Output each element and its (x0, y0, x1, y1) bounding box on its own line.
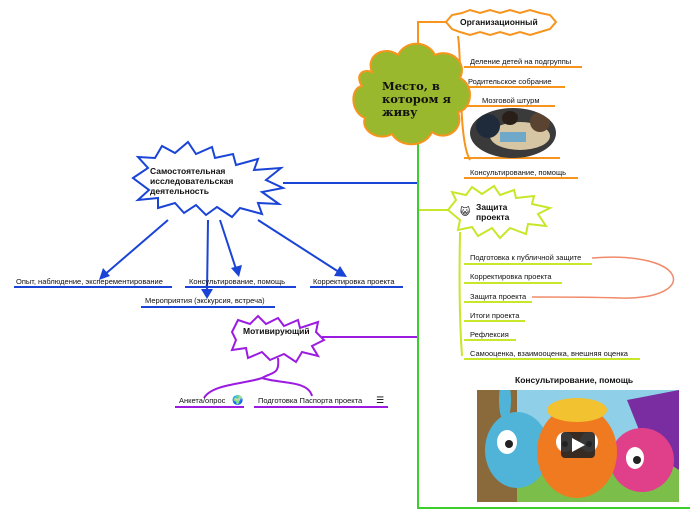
defense-item-2[interactable]: Корректировка проекта (470, 272, 552, 281)
central-cloud-shape (352, 42, 471, 146)
research-arrow-1 (102, 219, 169, 277)
defense-item-4[interactable]: Итоги проекта (470, 311, 520, 320)
research-header[interactable]: Самостоятельная исследовательская деятел… (150, 166, 234, 196)
relationship-curve (531, 256, 675, 299)
video-thumbnail-image (477, 390, 679, 502)
defense-item-6[interactable]: Самооценка, взаимооценка, внешняя оценка (470, 349, 628, 358)
consult-connector (417, 140, 690, 509)
research-item-3[interactable]: Мероприятия (экскурсия, встреча) (145, 296, 265, 305)
org-header-shape (444, 8, 558, 37)
research-arrowhead-3 (231, 265, 242, 277)
motivating-header-shape (230, 314, 326, 364)
research-item-2[interactable]: Консультирование, помощь (189, 277, 286, 286)
defense-header-shape (446, 184, 553, 240)
brainstorm-photo (470, 108, 556, 158)
defense-header-label: Защита проекта (476, 202, 510, 222)
org-item-1[interactable]: Деление детей на подгруппы (470, 57, 572, 66)
research-header-shape (131, 140, 287, 219)
notes-icon: ☰ (376, 395, 385, 405)
defense-connector (417, 140, 448, 211)
research-arrow-4 (257, 219, 343, 275)
central-topic[interactable]: Место, в котором я живу (382, 79, 451, 120)
org-header[interactable]: Организационный (460, 17, 538, 27)
org-item-3[interactable]: Мозговой штурм (482, 96, 540, 105)
motivating-header[interactable]: Мотивирующий (243, 326, 310, 336)
research-arrowhead-1 (99, 268, 110, 280)
research-item-1[interactable]: Опыт, наблюдение, эксперементирование (16, 277, 163, 286)
defense-item-3[interactable]: Защита проекта (470, 292, 527, 301)
org-item-2[interactable]: Родительское собрание (468, 77, 552, 86)
motivating-children-connector (203, 357, 313, 399)
globe-icon: 🌍 (232, 395, 244, 405)
research-arrowhead-4 (334, 266, 347, 277)
research-arrowhead-2 (201, 289, 213, 299)
motivating-connector (322, 140, 419, 338)
motivating-item-1[interactable]: Анкета/опрос (179, 396, 226, 405)
cat-face-icon: 😺 (460, 207, 471, 218)
motivating-item-2[interactable]: Подготовка Паспорта проекта (258, 396, 363, 405)
research-item-4[interactable]: Корректировка проекта (313, 277, 395, 286)
research-arrow-2 (206, 219, 209, 295)
defense-children-connector (458, 231, 463, 357)
brainstorm-photo-image (470, 108, 556, 158)
research-connector (283, 140, 419, 184)
defense-item-5[interactable]: Рефлексия (470, 330, 509, 339)
org-item-4[interactable]: Консультирование, помощь (470, 168, 567, 177)
video-thumbnail[interactable] (477, 390, 679, 502)
research-arrow-3 (219, 219, 238, 273)
defense-item-1[interactable]: Подготовка к публичной защите (470, 253, 582, 262)
consult-header[interactable]: Консультирование, помощь (515, 375, 634, 385)
